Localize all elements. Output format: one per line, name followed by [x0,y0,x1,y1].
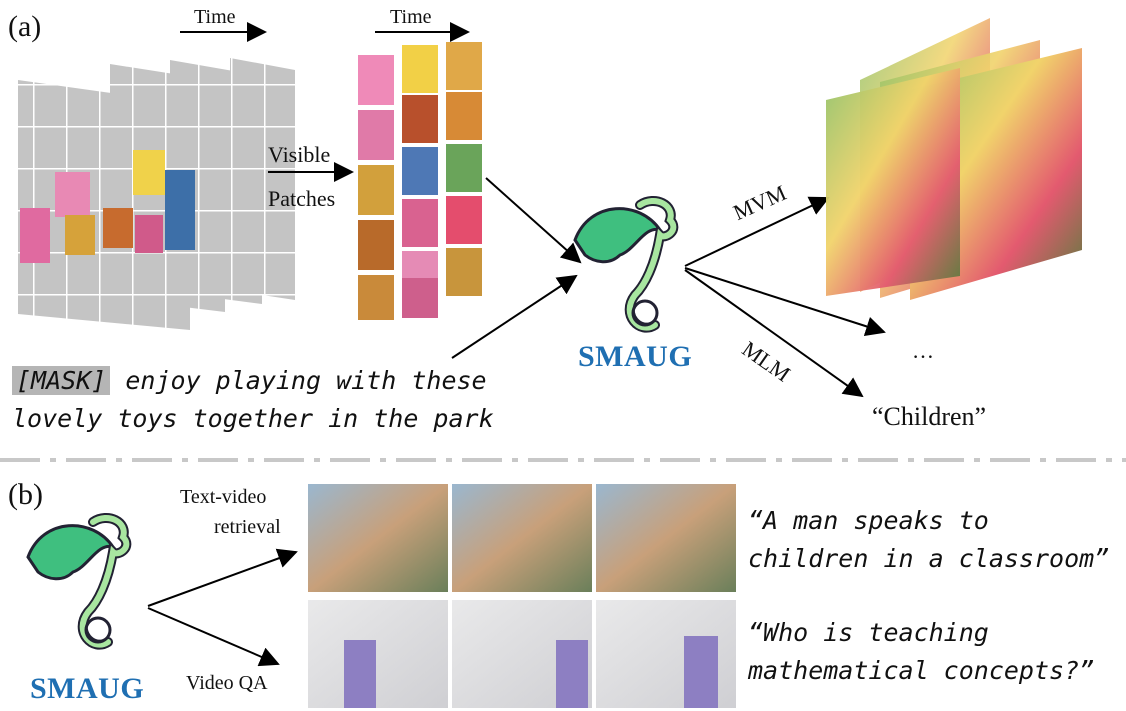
panel-a-label: (a) [8,10,42,43]
patches-to-model-arrow [485,177,582,264]
visible-patches-line1: Visible [268,142,331,167]
task-retrieval-line1: Text-video [180,486,267,508]
masked-frame-stack [18,58,295,330]
visible-patch-1 [20,208,50,263]
ellipsis-label: … [912,338,934,363]
visible-patch-4 [103,208,133,248]
visible-patch-7 [165,170,195,250]
task-retrieval-line2: retrieval [214,516,281,538]
retrieval-frame-1 [308,484,448,592]
visible-patch-5 [133,150,165,195]
videoqa-arrow [147,607,280,667]
model-name-b: SMAUG [30,672,145,705]
dragon-icon-b [26,513,132,650]
time-label-2: Time [390,6,432,28]
retrieval-frame-3 [596,484,736,592]
quote-1-line2: children in a classroom” [748,544,1110,573]
visible-patch-2 [55,172,90,217]
visible-patch-3 [65,215,95,255]
reconstructed-frames [826,18,1082,300]
dragon-icon [573,196,679,333]
quote-1-line1: “A man speaks to [748,506,989,535]
masked-frame-1 [18,80,190,330]
retrieval-frame-2 [452,484,592,592]
mlm-arrow [684,269,864,398]
caption-line-2: lovely toys together in the park [12,404,494,433]
mask-token: [MASK] [12,366,111,395]
task-videoqa: Video QA [186,672,268,694]
retrieval-arrow [147,548,298,607]
mlm-prediction: “Children” [872,402,987,431]
patch-columns [358,42,482,320]
text-to-model-arrow [451,274,578,359]
caption-line-1: [MASK] enjoy playing with these [12,366,487,395]
qa-frame-1 [308,600,448,708]
visible-patches-line2: Patches [268,186,336,211]
mvm-arrow [684,196,830,267]
caption-line-1-rest: enjoy playing with these [110,366,487,395]
time-label-1: Time [194,6,236,28]
visible-patch-6 [135,215,163,253]
quote-2-line1: “Who is teaching [748,618,989,647]
panel-b-label: (b) [8,478,43,511]
quote-2-line2: mathematical concepts?” [748,656,1095,685]
ellipsis-arrow [684,267,886,337]
model-name-a: SMAUG [578,340,693,373]
